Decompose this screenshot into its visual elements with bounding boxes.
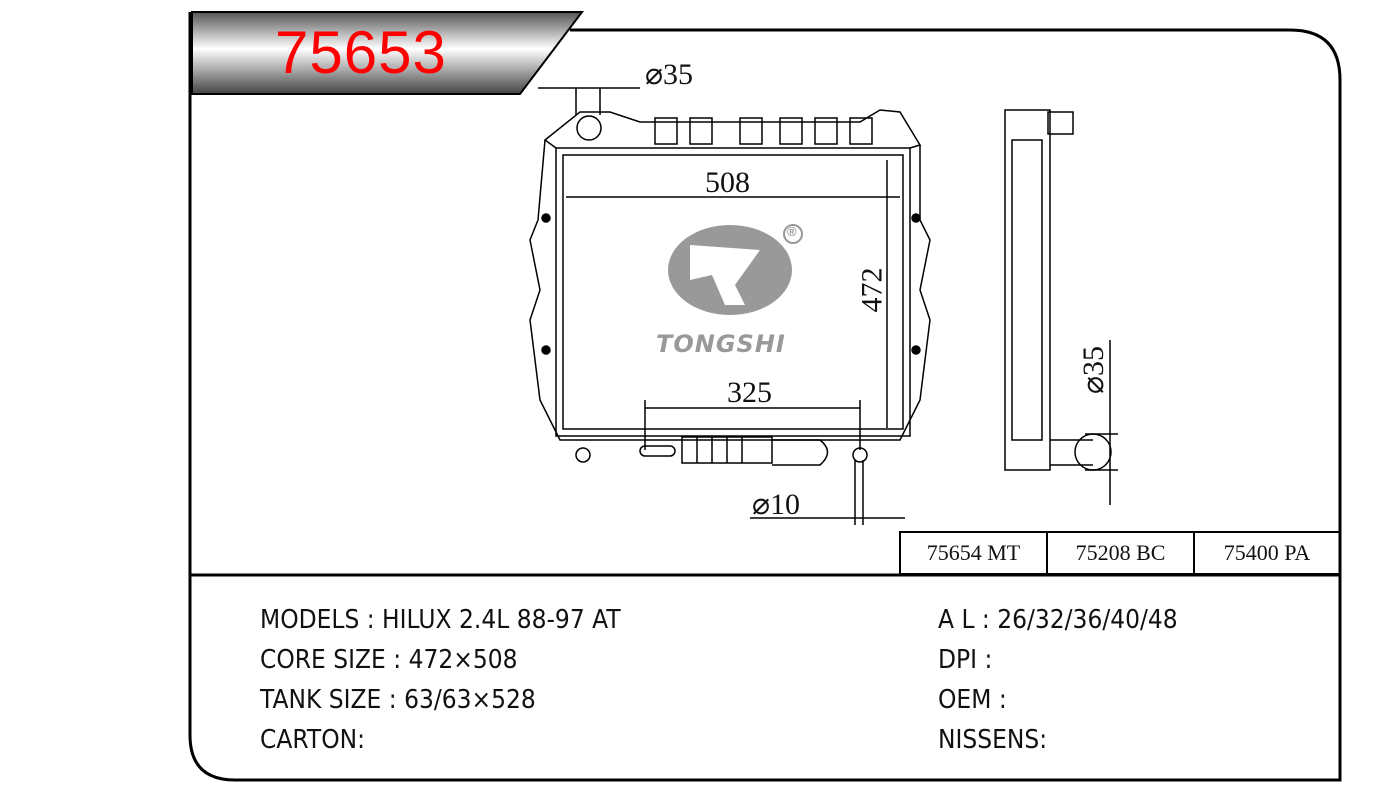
spec-nissens: NISSENS:	[938, 725, 1048, 755]
cross-ref-cell: 75208 BC	[1075, 540, 1166, 565]
dim-outlet-spacing: 325	[727, 376, 772, 409]
dim-side-diameter: ⌀35	[1077, 345, 1111, 395]
spec-models: MODELS : HILUX 2.4L 88-97 AT	[260, 605, 621, 635]
part-number: 75653	[275, 19, 447, 86]
radiator-front-view	[529, 87, 931, 525]
logo-text: TONGSHI	[656, 330, 786, 358]
title-banner	[191, 11, 585, 95]
spec-al: A L : 26/32/36/40/48	[938, 605, 1178, 635]
spec-core-size: CORE SIZE : 472×508	[260, 645, 518, 675]
spec-dpi: DPI :	[938, 645, 993, 675]
spec-carton: CARTON:	[260, 725, 366, 755]
radiator-side-view	[1004, 109, 1118, 505]
dim-drain-diameter: ⌀10	[752, 488, 801, 521]
dim-inlet-diameter: ⌀35	[645, 58, 694, 91]
dim-core-width: 508	[705, 166, 750, 199]
registered-mark: ®	[787, 224, 797, 239]
tongshi-logo	[668, 224, 803, 315]
dim-core-height: 472	[855, 267, 889, 313]
cross-ref-cell: 75654 MT	[926, 540, 1021, 565]
spec-tank-size: TANK SIZE : 63/63×528	[260, 685, 536, 715]
spec-oem: OEM :	[938, 685, 1007, 715]
cross-ref-cell: 75400 PA	[1223, 540, 1311, 565]
